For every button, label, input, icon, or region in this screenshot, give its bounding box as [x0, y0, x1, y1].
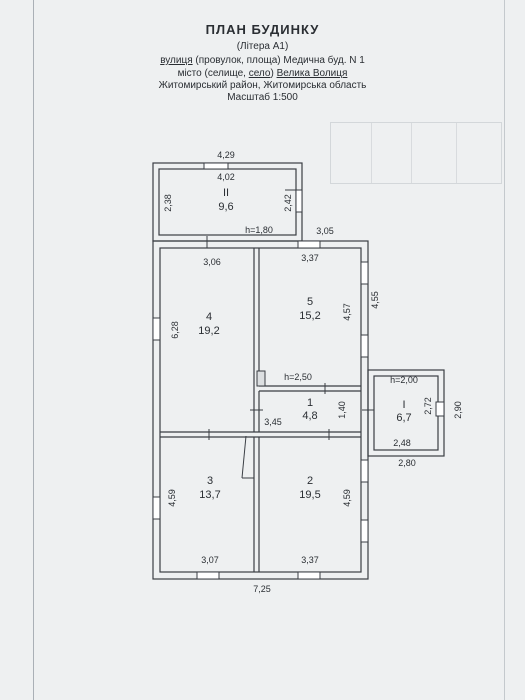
dim-top-inner: 4,02: [217, 172, 235, 182]
dim-272: 2,72: [423, 397, 433, 415]
sheet-frame: [33, 0, 505, 700]
city-line: місто (селище, село) Велика Волиця: [0, 68, 525, 79]
room-4-area: 19,2: [198, 325, 219, 337]
faded-table-grid: [330, 122, 502, 184]
plan-title: ПЛАН БУДИНКУ: [205, 22, 320, 37]
room-1-number: 1: [307, 397, 313, 409]
window-marks: [152, 162, 445, 580]
dim-h-250: h=2,50: [284, 372, 312, 382]
room-labels: II 9,6 4 19,2 5 15,2 1 4,8 I 6,7 3 13,7 …: [198, 187, 411, 501]
dim-455: 4,55: [370, 291, 380, 309]
city-name: Велика Волиця: [276, 68, 348, 79]
dim-h-200: h=2,00: [390, 375, 418, 385]
room-i-area: 6,7: [396, 412, 411, 424]
litera-label: (Літера А1): [236, 41, 289, 52]
dim-veranda-right: 2,42: [283, 194, 293, 212]
city-prefix: місто (селище,: [177, 68, 249, 79]
dim-top-outer: 4,29: [217, 150, 235, 160]
dimension-labels: 4,29 4,02 h=1,80 3,05 3,06 3,37 h=2,50 h…: [163, 150, 463, 594]
wall-lines: [152, 162, 445, 580]
room-ii-area: 9,6: [218, 201, 233, 213]
room-5-area: 15,2: [299, 310, 320, 322]
room-4-number: 4: [206, 311, 212, 323]
dim-337-bot: 3,37: [301, 555, 319, 565]
room-2-number: 2: [307, 475, 313, 487]
dim-307: 3,07: [201, 555, 219, 565]
city-mid: ): [270, 68, 277, 79]
door-marks: [206, 189, 374, 479]
dim-280: 2,80: [398, 458, 416, 468]
room-5-number: 5: [307, 296, 313, 308]
dim-345: 3,45: [264, 417, 282, 427]
scale-label: Масштаб 1:500: [227, 92, 298, 103]
room-2-area: 19,5: [299, 489, 320, 501]
dim-306: 3,06: [203, 257, 221, 267]
dim-457: 4,57: [342, 303, 352, 321]
street-rest: (провулок, площа) Медична буд. N 1: [192, 55, 365, 66]
dim-305: 3,05: [316, 226, 334, 236]
dim-140: 1,40: [337, 401, 347, 419]
region-line: Житомирський район, Житомирська область: [158, 80, 367, 91]
dim-248: 2,48: [393, 438, 411, 448]
room-1-area: 4,8: [302, 410, 317, 422]
street-prefix: вулиця: [160, 55, 193, 66]
dim-459-mid: 4,59: [342, 489, 352, 507]
dim-h-veranda: h=1,80: [245, 225, 273, 235]
dim-725: 7,25: [253, 584, 271, 594]
dim-290: 2,90: [453, 401, 463, 419]
city-selo: село: [248, 68, 271, 79]
dim-459-left: 4,59: [167, 489, 177, 507]
street-line: вулиця (провулок, площа) Медична буд. N …: [0, 55, 525, 66]
room-ii-number: II: [223, 187, 229, 199]
dim-628: 6,28: [170, 321, 180, 339]
room-3-number: 3: [207, 475, 213, 487]
dim-337-top: 3,37: [301, 253, 319, 263]
room-3-area: 13,7: [199, 489, 220, 501]
room-i-number: I: [402, 399, 405, 411]
dim-veranda-left: 2,38: [163, 194, 173, 212]
